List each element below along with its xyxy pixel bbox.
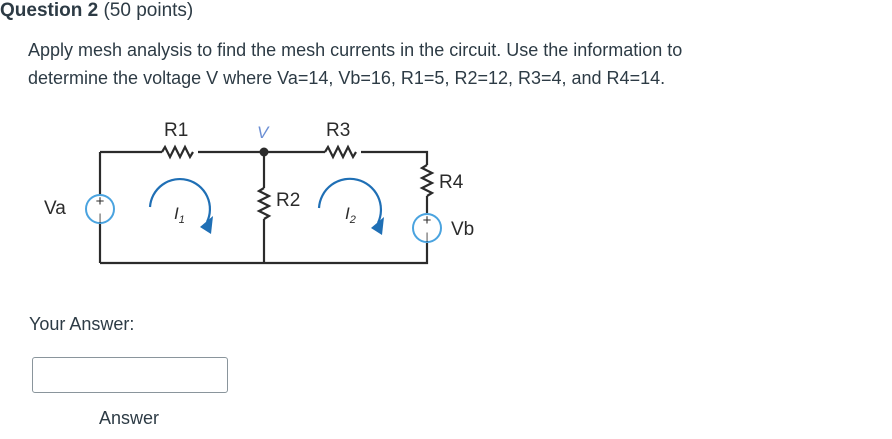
label-i2: I2 xyxy=(345,204,356,226)
question-text-line-1: Apply mesh analysis to find the mesh cur… xyxy=(28,40,683,60)
source-va-minus: | xyxy=(99,213,102,224)
question-title: Question 2 xyxy=(0,0,99,21)
answer-caption: Answer xyxy=(99,408,160,428)
source-va-plus: + xyxy=(96,193,105,210)
label-r2: R2 xyxy=(276,190,300,211)
wire-right-bottom xyxy=(100,243,429,265)
label-va: Va xyxy=(44,198,66,219)
label-r1: R1 xyxy=(164,120,188,141)
your-answer-label: Your Answer: xyxy=(29,314,135,334)
label-v: V xyxy=(257,123,270,142)
mesh-current-i2-arrow xyxy=(317,177,383,224)
source-vb xyxy=(412,213,442,243)
resistor-r4 xyxy=(419,164,435,197)
question-header: Question 2 (50 points) xyxy=(0,0,193,22)
node-v-dot xyxy=(259,147,269,157)
i1-arrowhead xyxy=(200,216,213,234)
resistor-r2 xyxy=(256,187,272,220)
i2-arrowhead xyxy=(371,217,384,235)
mesh-current-i1-arrow xyxy=(148,177,212,223)
source-vb-plus: + xyxy=(423,212,432,229)
source-vb-minus: | xyxy=(426,232,429,243)
label-r4: R4 xyxy=(439,172,464,193)
label-i1: I1 xyxy=(174,204,185,226)
question-points: (50 points) xyxy=(103,0,194,21)
answer-input[interactable] xyxy=(32,357,228,393)
circuit-diagram: + | + | R1 R3 V R2 R4 Va Vb I1 I2 xyxy=(44,120,474,265)
question-text: Apply mesh analysis to find the mesh cur… xyxy=(28,36,788,92)
resistor-r3 xyxy=(324,144,357,160)
source-va xyxy=(85,194,115,224)
label-r3: R3 xyxy=(326,120,350,141)
label-vb: Vb xyxy=(451,219,474,240)
question-text-line-2: determine the voltage V where Va=14, Vb=… xyxy=(28,68,666,88)
wire-top-right xyxy=(361,150,429,165)
resistor-r1 xyxy=(161,144,194,160)
